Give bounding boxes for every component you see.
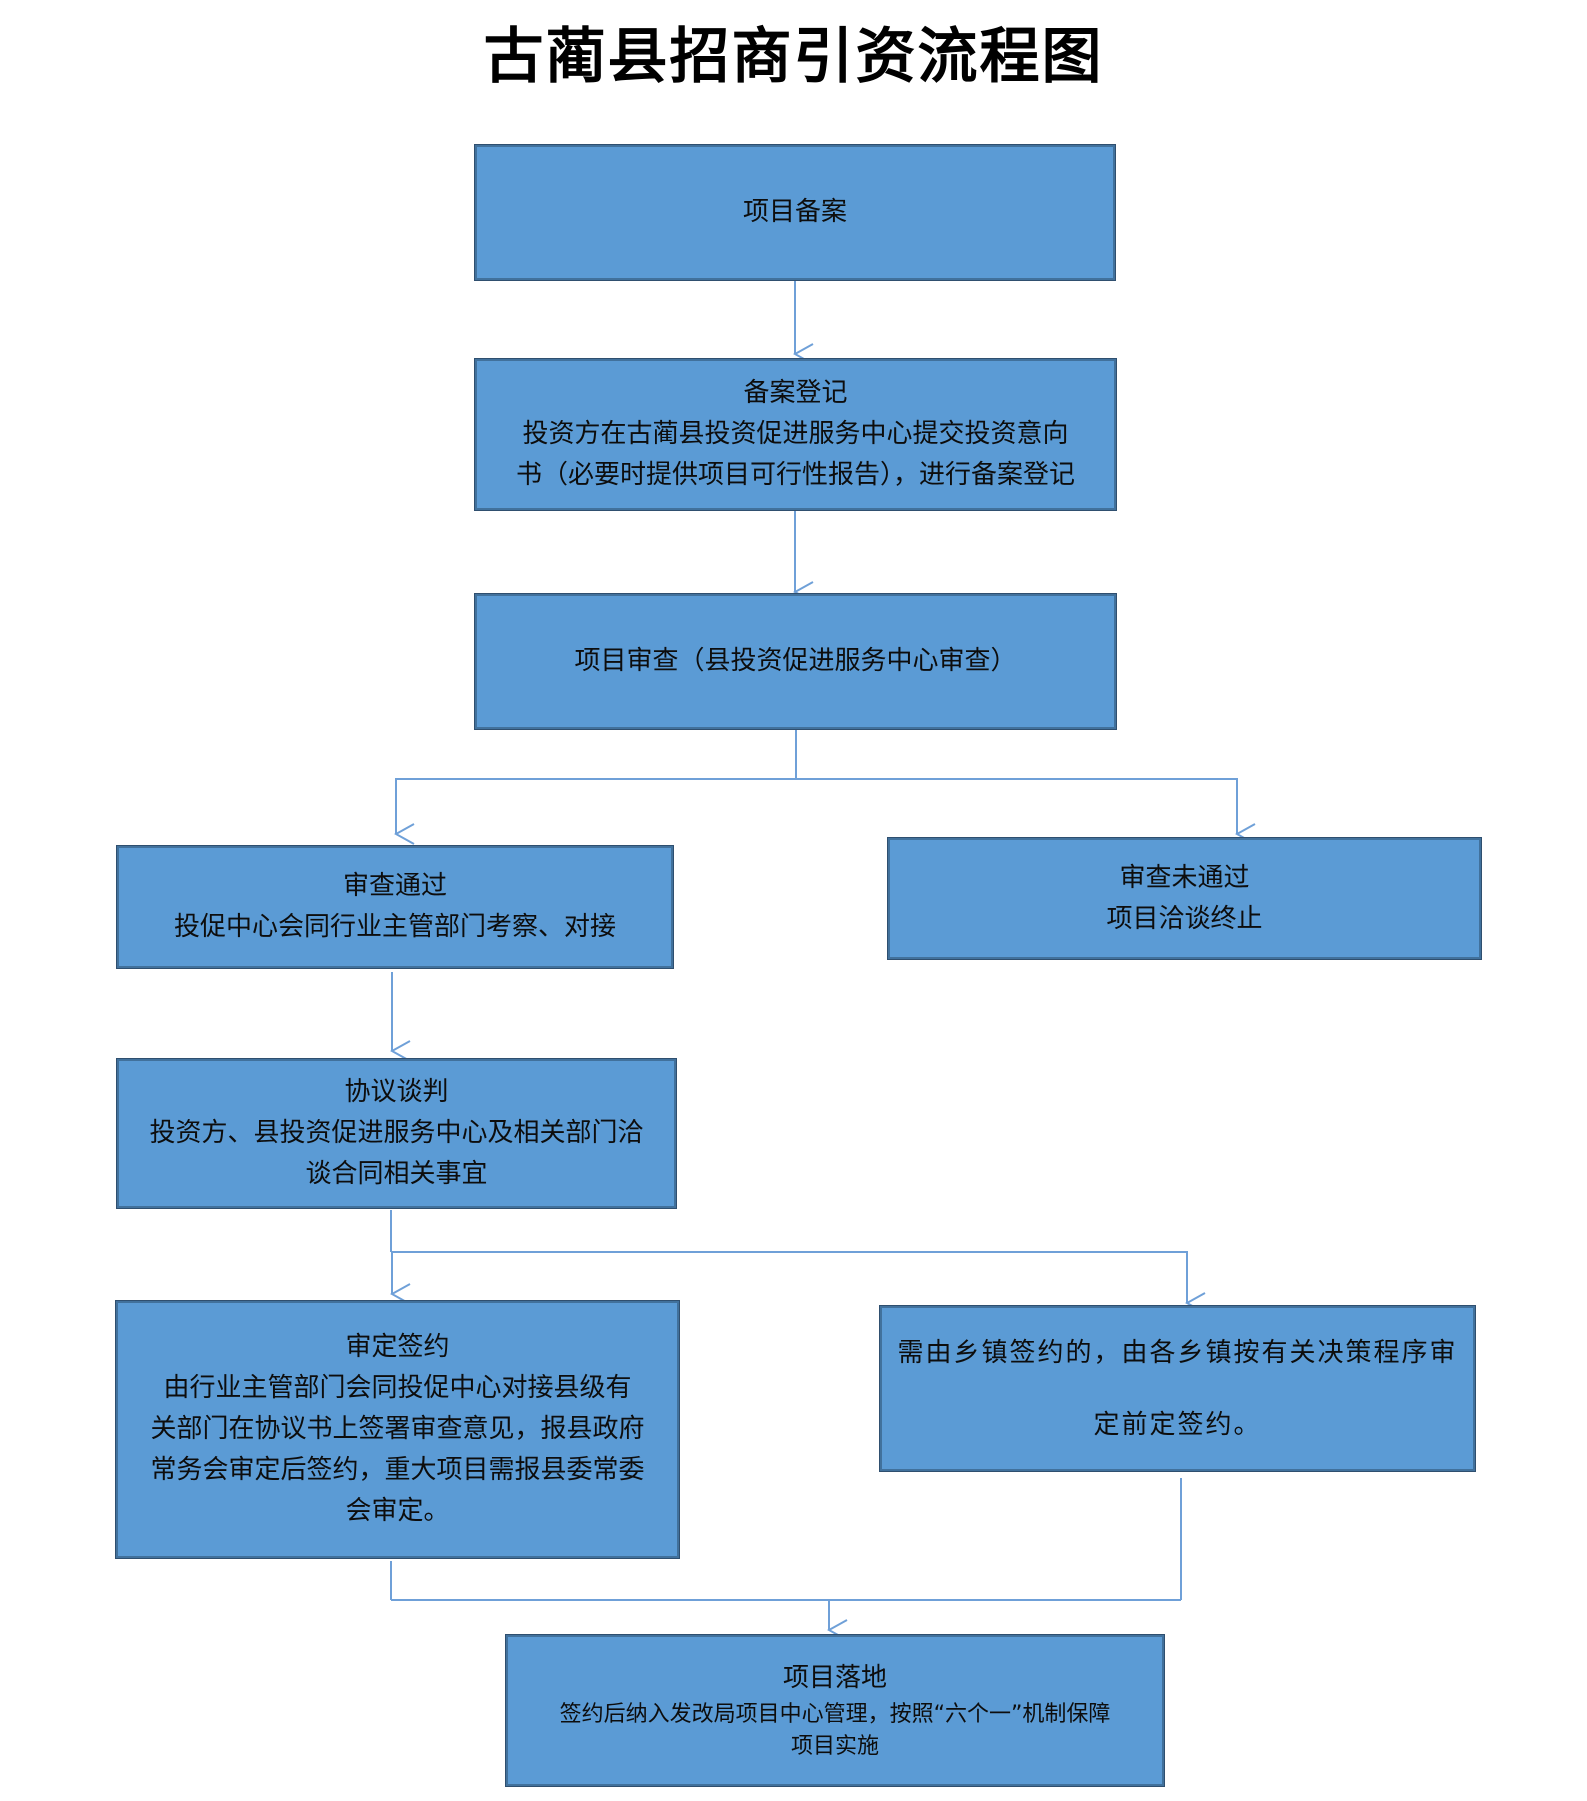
- node-township-signing-line1: 需由乡镇签约的，由各乡镇按有关决策程序审: [897, 1337, 1458, 1368]
- node-agreement-negotiation: 协议谈判 投资方、县投资促进服务中心及相关部门洽 谈合同相关事宜: [116, 1058, 677, 1209]
- node-review-approved-heading: 审查通过: [342, 871, 447, 901]
- node-filing-registration-heading: 备案登记: [743, 378, 848, 408]
- node-approval-signing-line2: 关部门在协议书上签署审查意见，报县政府: [150, 1414, 645, 1444]
- node-review-approved-line1: 投促中心会同行业主管部门考察、对接: [173, 912, 616, 942]
- node-project-landing-line1: 签约后纳入发改局项目中心管理，按照“六个一”机制保障: [559, 1702, 1111, 1727]
- node-project-landing-line2: 项目实施: [790, 1734, 879, 1759]
- node-approval-signing-heading: 审定签约: [345, 1332, 450, 1362]
- node-agreement-negotiation-heading: 协议谈判: [344, 1077, 449, 1107]
- node-filing-registration-line2: 书（必要时提供项目可行性报告），进行备案登记: [515, 460, 1075, 490]
- node-township-signing: 需由乡镇签约的，由各乡镇按有关决策程序审 定前定签约。: [879, 1305, 1476, 1472]
- node-project-review-text: 项目审查（县投资促进服务中心审查）: [574, 646, 1017, 676]
- node-project-filing: 项目备案: [474, 144, 1116, 281]
- node-approval-signing-line4: 会审定。: [345, 1496, 450, 1526]
- node-approval-signing-line3: 常务会审定后签约，重大项目需报县委常委: [150, 1455, 645, 1485]
- page-title: 古蔺县招商引资流程图: [483, 22, 1104, 92]
- node-filing-registration: 备案登记 投资方在古蔺县投资促进服务中心提交投资意向 书（必要时提供项目可行性报…: [474, 358, 1117, 511]
- node-review-rejected-line1: 项目洽谈终止: [1106, 903, 1263, 934]
- node-project-landing: 项目落地 签约后纳入发改局项目中心管理，按照“六个一”机制保障 项目实施: [505, 1634, 1165, 1787]
- node-township-signing-line2: 定前定签约。: [1093, 1409, 1262, 1440]
- node-review-rejected-heading: 审查未通过: [1119, 862, 1250, 893]
- node-filing-registration-line1: 投资方在古蔺县投资促进服务中心提交投资意向: [522, 419, 1069, 449]
- node-approval-signing: 审定签约 由行业主管部门会同投促中心对接县级有 关部门在协议书上签署审查意见，报…: [115, 1300, 680, 1559]
- node-review-approved: 审查通过 投促中心会同行业主管部门考察、对接: [116, 845, 674, 969]
- node-agreement-negotiation-line2: 谈合同相关事宜: [305, 1159, 488, 1189]
- node-review-rejected: 审查未通过 项目洽谈终止: [887, 837, 1482, 960]
- node-project-filing-text: 项目备案: [742, 197, 847, 227]
- node-project-landing-heading: 项目落地: [782, 1663, 887, 1693]
- node-approval-signing-line1: 由行业主管部门会同投促中心对接县级有: [163, 1373, 632, 1403]
- node-project-review: 项目审查（县投资促进服务中心审查）: [474, 593, 1117, 730]
- node-agreement-negotiation-line1: 投资方、县投资促进服务中心及相关部门洽: [149, 1118, 644, 1148]
